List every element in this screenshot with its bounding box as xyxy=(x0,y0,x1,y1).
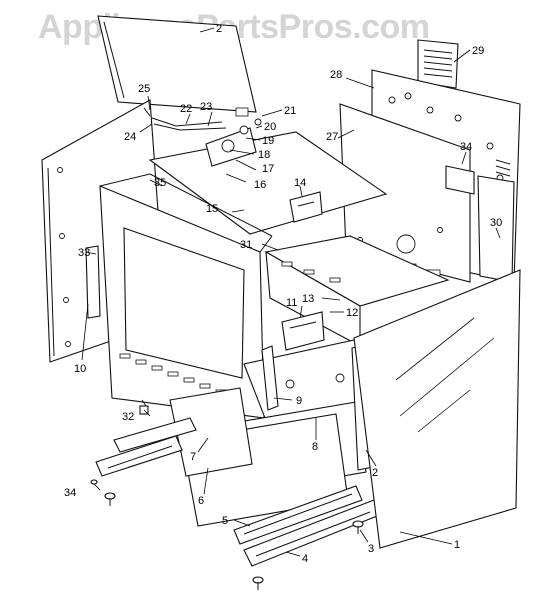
callout-7: 7 xyxy=(190,451,196,463)
callout-11: 11 xyxy=(286,297,297,309)
callout-5: 5 xyxy=(222,515,228,527)
callout-28: 28 xyxy=(330,69,342,81)
door-hinge-bracket xyxy=(261,345,279,411)
callout-2-top: 2 xyxy=(216,23,222,35)
callout-29: 29 xyxy=(472,45,484,57)
callout-13: 13 xyxy=(302,293,314,305)
callout-18: 18 xyxy=(258,149,270,161)
oven-cavity-box xyxy=(264,235,450,351)
callout-labels: 1 2 2 3 4 5 6 7 8 9 10 11 12 13 14 15 16… xyxy=(64,23,502,565)
callout-19: 19 xyxy=(262,135,274,147)
callout-23: 23 xyxy=(200,101,212,113)
callout-2-lower: 2 xyxy=(372,467,378,479)
callout-10: 10 xyxy=(74,363,86,375)
valve-assembly xyxy=(205,107,262,167)
callout-33: 33 xyxy=(78,247,90,259)
callout-14: 14 xyxy=(294,177,306,189)
gas-tubing xyxy=(143,107,227,131)
callout-34-right: 34 xyxy=(460,141,472,153)
callout-6: 6 xyxy=(198,495,204,507)
callout-8: 8 xyxy=(312,441,318,453)
callout-20: 20 xyxy=(264,121,276,133)
side-rail-upper xyxy=(233,485,363,545)
callout-15: 15 xyxy=(206,203,218,215)
callout-34-left: 34 xyxy=(64,487,76,499)
callout-22: 22 xyxy=(180,103,192,115)
callout-30: 30 xyxy=(490,217,502,229)
leader-lines xyxy=(81,27,501,557)
callout-4: 4 xyxy=(302,553,308,565)
oven-liner-frame xyxy=(99,173,273,419)
callout-27: 27 xyxy=(326,131,338,143)
callout-16: 16 xyxy=(254,179,266,191)
vent-grille xyxy=(417,39,459,89)
callout-24: 24 xyxy=(124,131,136,143)
callout-21: 21 xyxy=(284,105,296,117)
leveling-feet xyxy=(90,479,364,590)
door-glass-panel xyxy=(353,269,521,549)
top-panel xyxy=(97,15,257,113)
callout-12: 12 xyxy=(346,307,358,319)
callout-17: 17 xyxy=(262,163,274,175)
callout-35: 35 xyxy=(154,177,166,189)
left-rails xyxy=(95,417,197,477)
callout-25: 25 xyxy=(138,83,150,95)
oven-top-liner xyxy=(148,131,388,235)
callout-9: 9 xyxy=(296,395,302,407)
side-bracket xyxy=(85,245,101,319)
callout-1: 1 xyxy=(454,539,460,551)
callout-32: 32 xyxy=(122,411,134,423)
callout-3: 3 xyxy=(368,543,374,555)
callout-31: 31 xyxy=(240,239,252,251)
